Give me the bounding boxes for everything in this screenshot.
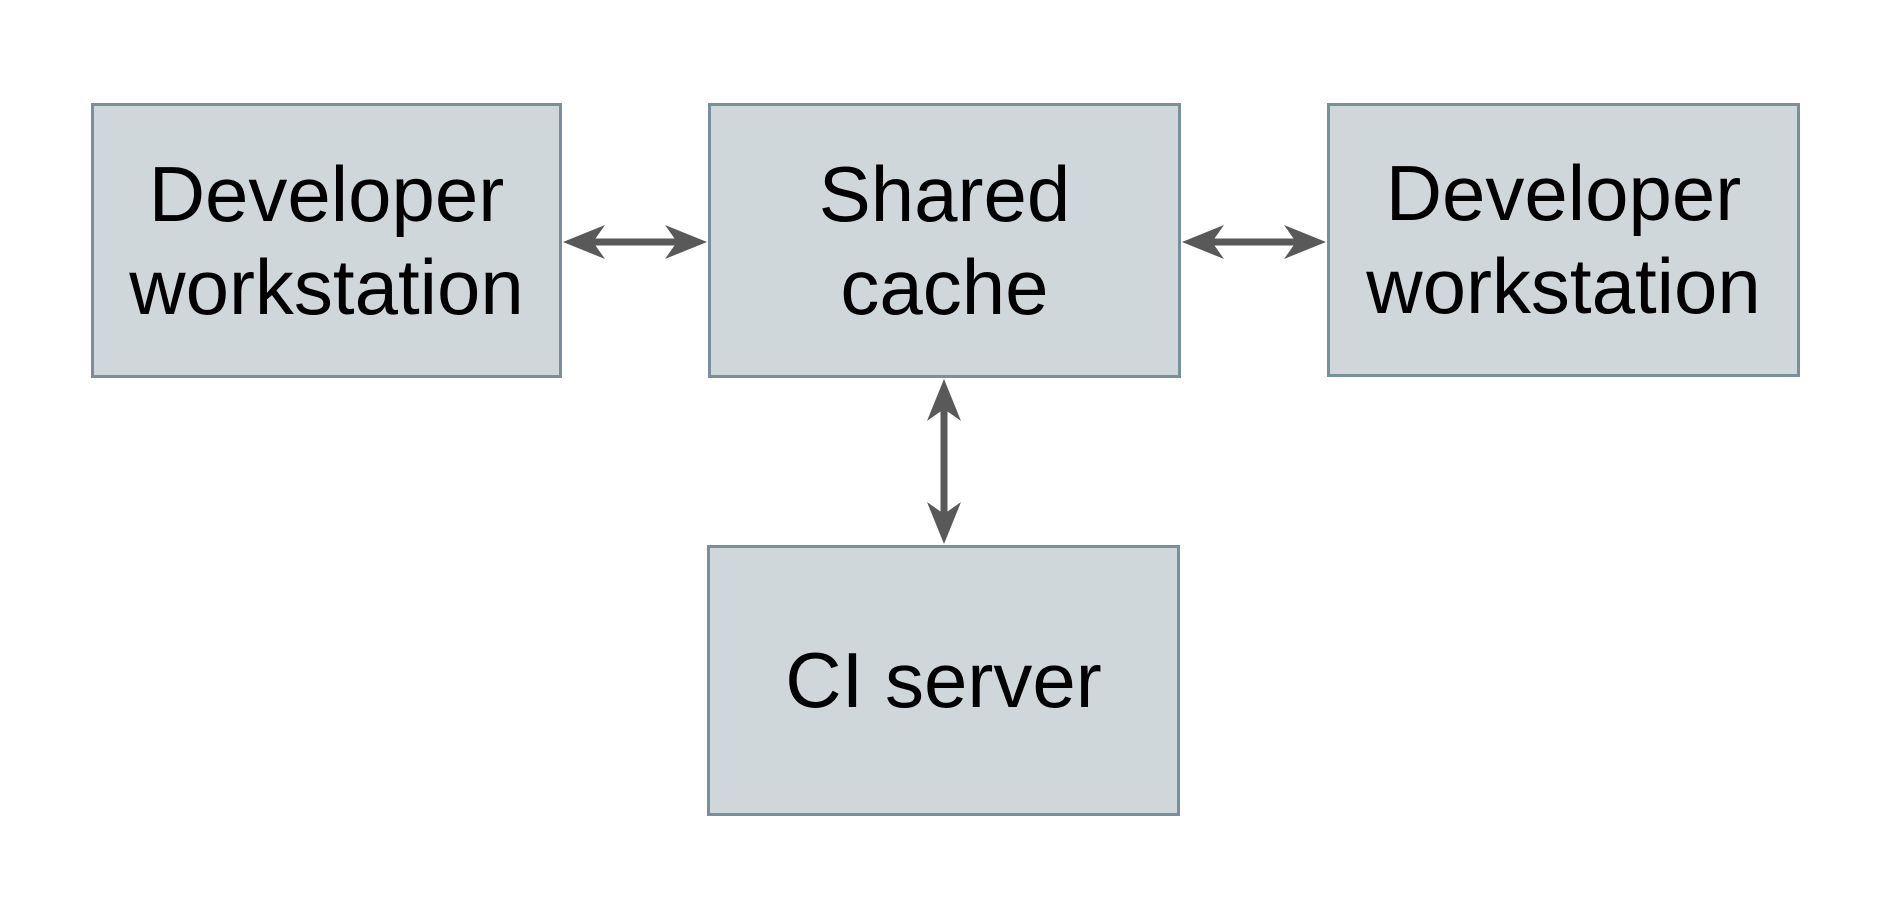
node-label-line: Shared [818,149,1071,238]
node-label-line: Developer [1385,149,1742,237]
node-label-line: CI server [785,636,1102,724]
arrowhead-left-icon [563,225,605,259]
arrow-cache-devright [1182,225,1326,259]
arrowhead-left-icon [1182,225,1224,259]
arrowhead-down-icon [927,502,961,544]
arrowhead-right-icon [1284,225,1326,259]
node-shared-cache: Shared cache [708,103,1181,378]
arrow-cache-ciserver [927,379,961,544]
arrowhead-right-icon [665,225,707,259]
node-developer-workstation-left: Developer workstation [91,103,562,378]
arrow-devleft-cache [563,225,707,259]
node-developer-workstation-right: Developer workstation [1327,103,1800,377]
arrowhead-up-icon [927,379,961,421]
node-label-line: workstation [129,242,524,331]
node-label-line: workstation [1366,242,1761,330]
node-ci-server: CI server [707,545,1180,816]
node-label-line: Developer [148,149,505,238]
node-label-line: cache [840,242,1049,331]
